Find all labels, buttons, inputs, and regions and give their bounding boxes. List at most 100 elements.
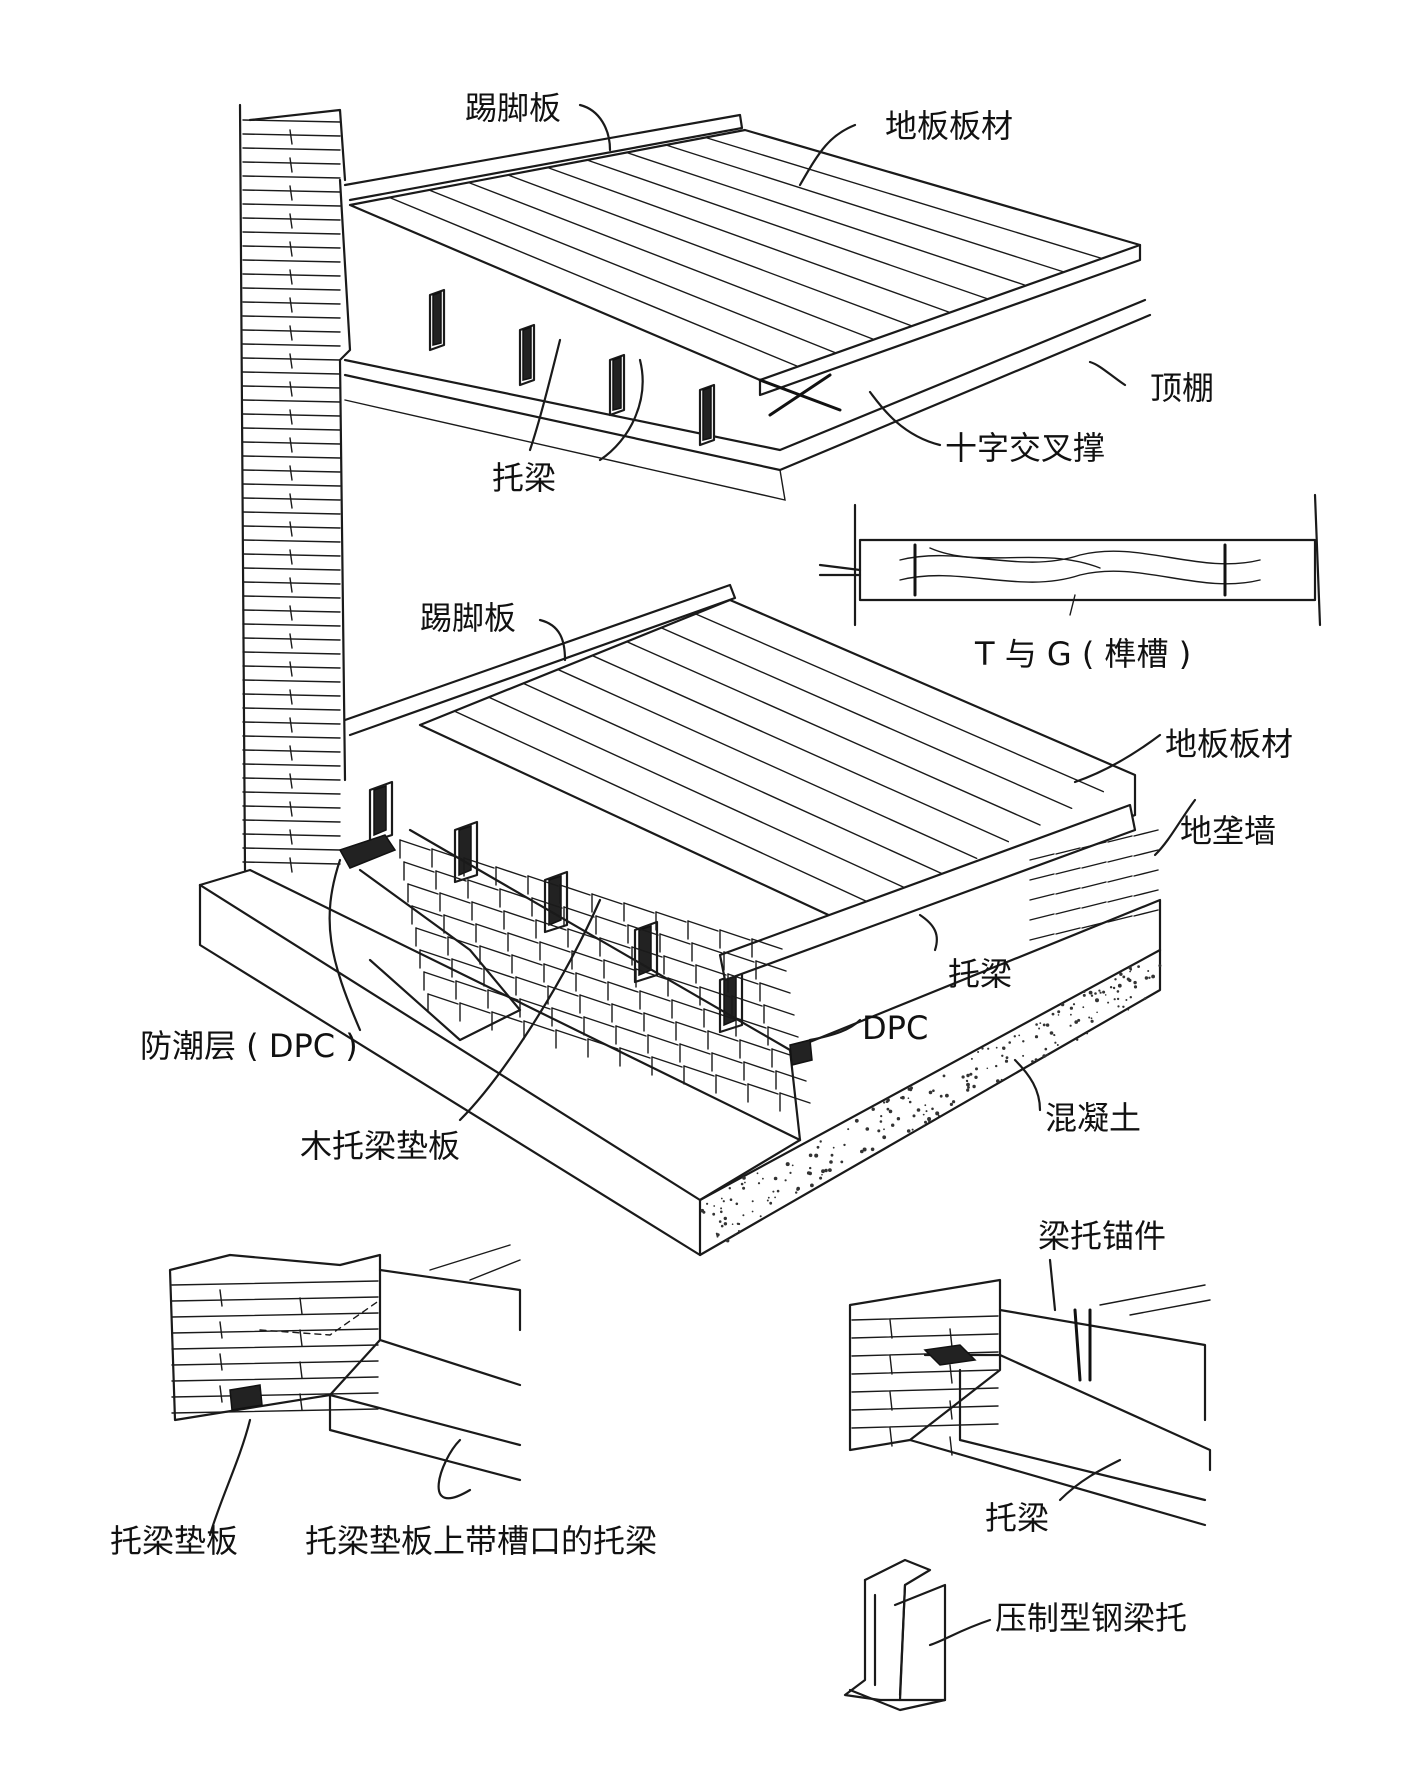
concrete-aggregate [935, 1111, 939, 1115]
sleeper-brick [1108, 896, 1132, 902]
concrete-aggregate [940, 1095, 943, 1098]
sleeper-brick [576, 973, 606, 983]
brick-joint [290, 494, 292, 508]
concrete-aggregate [1102, 991, 1105, 994]
concrete-aggregate [1057, 1044, 1059, 1046]
concrete-aggregate [886, 1098, 890, 1102]
tongue-groove-detail [820, 495, 1320, 625]
brick-joint [290, 270, 292, 284]
concrete-aggregate [809, 1167, 811, 1169]
skirting-upper-label: 踢脚板 [465, 92, 561, 124]
concrete-aggregate [1117, 990, 1120, 993]
sleeper-brick [508, 933, 538, 943]
sleeper-brick [1056, 868, 1080, 874]
concrete-aggregate [1100, 992, 1102, 994]
concrete-aggregate [786, 1162, 790, 1166]
concrete-aggregate [723, 1200, 725, 1202]
brick-course [243, 792, 340, 794]
concrete-aggregate [1046, 1023, 1049, 1026]
sleeper-brick [564, 907, 594, 917]
pressed-steel-hanger-label: 压制型钢梁托 [995, 1602, 1187, 1634]
concrete-aggregate [872, 1108, 875, 1111]
concrete-aggregate [1122, 976, 1125, 979]
concrete-aggregate [1129, 966, 1132, 969]
concrete-aggregate [924, 1104, 926, 1106]
concrete-aggregate [908, 1088, 911, 1091]
concrete-aggregate [950, 1103, 953, 1106]
concrete-aggregate [926, 1110, 928, 1112]
sleeper-brick [444, 915, 474, 925]
concrete-aggregate [1077, 1019, 1080, 1022]
concrete-aggregate [831, 1154, 834, 1157]
sleeper-brick [1082, 902, 1106, 908]
concrete-aggregate [1046, 1054, 1048, 1056]
sleeper-brick [596, 916, 626, 926]
floorboard-seam [469, 183, 875, 340]
concrete-aggregate [795, 1191, 797, 1193]
concrete-aggregate [810, 1184, 814, 1188]
sleeper-brick [1082, 882, 1106, 888]
concrete-aggregate [840, 1161, 843, 1164]
brick-course [243, 848, 340, 850]
concrete-aggregate [738, 1223, 740, 1225]
sleeper-brick [424, 972, 454, 982]
brick-joint [220, 1290, 222, 1306]
concrete-aggregate [931, 1108, 934, 1111]
concrete-aggregate [736, 1203, 739, 1206]
sleeper-brick [1030, 874, 1054, 880]
sleeper-brick [552, 1008, 582, 1018]
concrete-aggregate [1151, 975, 1155, 979]
brick-course [243, 232, 340, 234]
sleeper-brick [608, 982, 638, 992]
concrete-aggregate [1130, 996, 1132, 998]
concrete-aggregate [1098, 990, 1100, 992]
ceiling-label: 顶棚 [1150, 372, 1214, 404]
brick-joint [290, 718, 292, 732]
floorboard-seam [558, 669, 977, 858]
brick-course [243, 764, 340, 766]
sleeper-brick [616, 1026, 646, 1036]
sleeper-brick [760, 983, 790, 993]
concrete-aggregate [1145, 976, 1148, 979]
concrete-aggregate [897, 1117, 900, 1120]
concrete-aggregate [1083, 991, 1085, 993]
brick-joint [290, 466, 292, 480]
sleeper-brick [744, 1062, 774, 1072]
sleeper-brick [676, 1022, 706, 1032]
concrete-aggregate [1117, 998, 1119, 1000]
concrete-aggregate [923, 1125, 925, 1127]
concrete-aggregate [1039, 1022, 1041, 1024]
brick-joint [290, 774, 292, 788]
brick-course [243, 484, 340, 486]
brick-joint [890, 1320, 892, 1338]
sleeper-brick [592, 894, 622, 904]
concrete-aggregate [1038, 1028, 1040, 1030]
upper-joist-end [703, 387, 711, 440]
concrete-aggregate [975, 1067, 978, 1070]
concrete-aggregate [966, 1083, 970, 1087]
concrete-aggregate [971, 1058, 973, 1060]
brick-course [852, 1370, 998, 1374]
concrete-aggregate [962, 1075, 965, 1078]
concrete-aggregate [774, 1197, 776, 1199]
concrete-aggregate [758, 1182, 760, 1184]
sleeper-brick [604, 960, 634, 970]
concrete-aggregate [1035, 1035, 1038, 1038]
concrete-aggregate [866, 1127, 870, 1131]
concrete-aggregate [1127, 1009, 1129, 1011]
concrete-aggregate [772, 1191, 774, 1193]
brick-joint [290, 186, 292, 200]
brick-course [243, 204, 340, 206]
concrete-aggregate [1070, 1007, 1073, 1010]
concrete-aggregate [1022, 1040, 1024, 1042]
brick-joint [290, 662, 292, 676]
brick-joint [290, 326, 292, 340]
brick-course [172, 1297, 378, 1301]
concrete-aggregate [706, 1203, 708, 1205]
concrete-aggregate [1057, 1010, 1060, 1013]
concrete-aggregate [1070, 1014, 1072, 1016]
sleeper-brick [496, 867, 526, 877]
concrete-aggregate [760, 1215, 762, 1217]
brick-joint [290, 242, 292, 256]
